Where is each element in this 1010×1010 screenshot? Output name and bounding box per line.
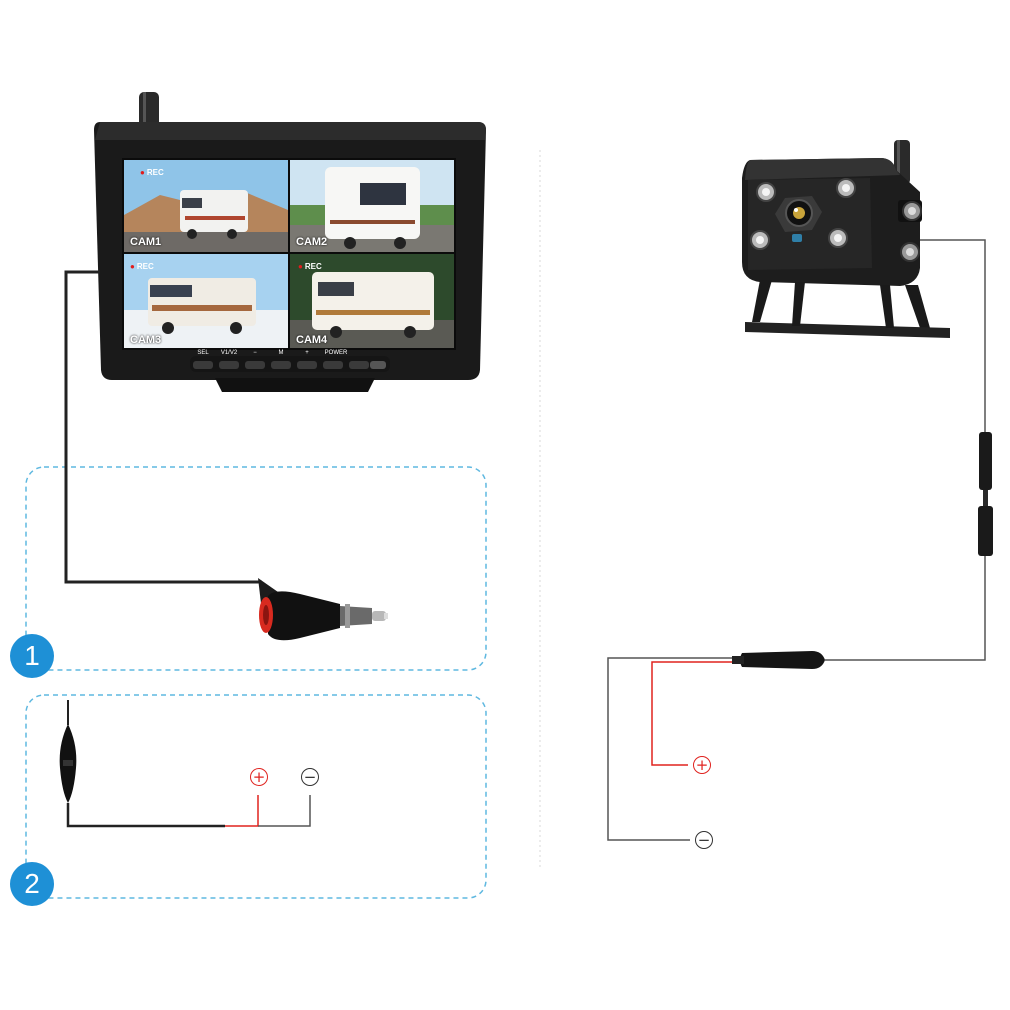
button-plus xyxy=(297,361,317,369)
cam3-rec-label: REC xyxy=(130,262,154,271)
button-m-label: M xyxy=(278,350,284,356)
button-v1v2 xyxy=(219,361,239,369)
cam2-label: CAM2 xyxy=(296,236,328,248)
step1-badge: 1 xyxy=(10,634,54,678)
cigarette-lighter-plug-icon xyxy=(258,578,388,641)
step1-box xyxy=(25,466,487,671)
camera-negative-icon: − xyxy=(695,831,713,849)
button-plus-label: + xyxy=(305,350,309,356)
cam4-label: CAM4 xyxy=(296,334,328,346)
cam1-label: CAM1 xyxy=(130,236,162,248)
cam4-rec-label: REC xyxy=(298,262,322,271)
button-v1v2-label: V1/V2 xyxy=(220,350,238,356)
camera-icon xyxy=(742,158,950,338)
step2-box xyxy=(25,694,487,899)
button-minus-label: − xyxy=(253,350,257,356)
button-sel xyxy=(193,361,213,369)
button-power xyxy=(323,361,343,369)
step2-badge: 2 xyxy=(10,862,54,906)
step2-positive-icon: + xyxy=(250,768,268,786)
cam4-tile xyxy=(290,254,454,348)
step2-wiring xyxy=(59,700,311,828)
cam1-rec-label: REC xyxy=(140,168,164,177)
inline-fuse-icon xyxy=(59,724,77,803)
camera-positive-icon: + xyxy=(693,756,711,774)
button-m xyxy=(271,361,291,369)
camera-cable xyxy=(607,239,993,841)
cam3-label: CAM3 xyxy=(130,334,162,346)
step2-negative-icon: − xyxy=(301,768,319,786)
power-cable xyxy=(64,270,262,584)
cam2-tile xyxy=(290,160,454,252)
monitor-buttons xyxy=(193,361,386,369)
button-minus xyxy=(245,361,265,369)
button-power-label: POWER xyxy=(324,350,348,356)
button-sel-label: SEL xyxy=(197,350,209,356)
